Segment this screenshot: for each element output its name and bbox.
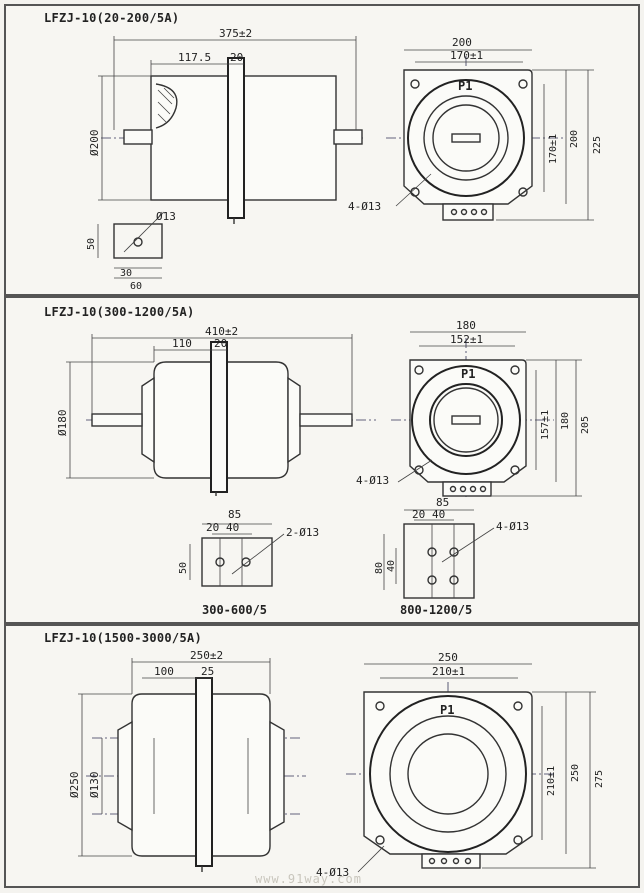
front-2-height: 180 [560, 412, 571, 430]
detail-2a-d1: 20 [206, 521, 219, 534]
detail-1-hole: Ø13 [156, 210, 176, 223]
detail-2b-hole-note: 4-Ø13 [496, 520, 529, 533]
side-1-body: 117.5 [178, 51, 211, 64]
side-view-3: 250±2 100 25 Ø250 Ø130 [68, 649, 306, 872]
detail-1-a: 30 [120, 268, 132, 279]
front-3-width: 250 [438, 651, 458, 664]
front-1-total: 225 [592, 136, 603, 154]
side-2-body: 110 [172, 337, 192, 350]
side-view-2: 410±2 110 20 Ø180 [56, 325, 376, 496]
side-2-flange: 20 [214, 337, 227, 350]
detail-1-b: 60 [130, 281, 142, 292]
section-2-drawing: 410±2 110 20 Ø180 [56, 319, 591, 617]
side-3-overall: 250±2 [190, 649, 223, 662]
detail-2b-h2: 40 [386, 560, 397, 572]
side-3-inner: Ø130 [88, 772, 101, 799]
detail-2a-caption: 300-600/5 [202, 603, 267, 617]
side-view-1: 375±2 117.5 20 Ø200 [88, 27, 366, 224]
terminal-detail-2b: 85 20 40 4-Ø13 80 40 800-1200/5 [374, 496, 529, 617]
side-2-overall: 410±2 [205, 325, 238, 338]
front-1-height: 200 [569, 130, 580, 148]
side-1-flange: 20 [230, 51, 243, 64]
detail-2b-caption: 800-1200/5 [400, 603, 472, 617]
front-2-width: 180 [456, 319, 476, 332]
side-2-diameter: Ø180 [56, 410, 69, 437]
front-3-holes: 210±1 [432, 665, 465, 678]
watermark: www.91way.com [255, 872, 362, 886]
front-1-hole-note: 4-Ø13 [348, 200, 381, 213]
detail-2b-h1: 80 [374, 562, 385, 574]
front-1-holes: 170±1 [450, 49, 483, 62]
front-view-2: P1 180 152±1 157±1 180 205 4-Ø13 [356, 319, 591, 498]
side-1-diameter: Ø200 [88, 130, 101, 157]
side-1-overall: 375±2 [219, 27, 252, 40]
detail-2a-h: 50 [178, 562, 189, 574]
terminal-detail-2a: 85 20 40 2-Ø13 50 300-600/5 [178, 508, 319, 617]
front-2-h-holes: 157±1 [540, 410, 551, 440]
detail-2a-w: 85 [228, 508, 241, 521]
detail-1-h: 50 [86, 238, 97, 250]
front-2-hole-note: 4-Ø13 [356, 474, 389, 487]
section-1-panel: LFZJ-10(20-200/5A) 375±2 117.5 [4, 4, 640, 296]
section-2-panel: LFZJ-10(300-1200/5A) 410±2 110 [4, 296, 640, 624]
detail-2b-d1: 20 [412, 508, 425, 521]
front-view-1: P1 200 170±1 170±1 200 225 4-Ø13 [348, 36, 603, 221]
section-1-title: LFZJ-10(20-200/5A) [44, 11, 180, 25]
front-2-total: 205 [580, 416, 591, 434]
front-1-h-holes: 170±1 [548, 134, 559, 164]
detail-2a-hole-note: 2-Ø13 [286, 526, 319, 539]
front-1-mark: P1 [458, 79, 472, 93]
section-3-drawing: 250±2 100 25 Ø250 Ø130 [68, 649, 605, 879]
section-1-drawing: 375±2 117.5 20 Ø200 Ø13 50 30 [86, 27, 603, 292]
section-3-panel: LFZJ-10(1500-3000/5A) 250±2 10 [4, 624, 640, 888]
detail-2b-w: 85 [436, 496, 449, 509]
front-2-mark: P1 [461, 367, 475, 381]
side-3-body: 100 [154, 665, 174, 678]
section-3-title: LFZJ-10(1500-3000/5A) [44, 631, 203, 645]
front-3-h-holes: 210±1 [546, 766, 557, 796]
side-3-flange: 25 [201, 665, 214, 678]
front-3-hole-note: 4-Ø13 [316, 866, 349, 879]
front-1-width: 200 [452, 36, 472, 49]
side-3-diameter: Ø250 [68, 772, 81, 799]
front-3-mark: P1 [440, 703, 454, 717]
detail-2b-d2: 40 [432, 508, 445, 521]
terminal-detail-1: Ø13 50 30 60 [86, 210, 176, 292]
front-3-height: 250 [570, 764, 581, 782]
front-view-3: P1 250 210±1 210±1 250 275 4-Ø13 [316, 651, 605, 879]
front-2-holes: 152±1 [450, 333, 483, 346]
front-3-total: 275 [594, 770, 605, 788]
section-2-title: LFZJ-10(300-1200/5A) [44, 305, 195, 319]
detail-2a-d2: 40 [226, 521, 239, 534]
